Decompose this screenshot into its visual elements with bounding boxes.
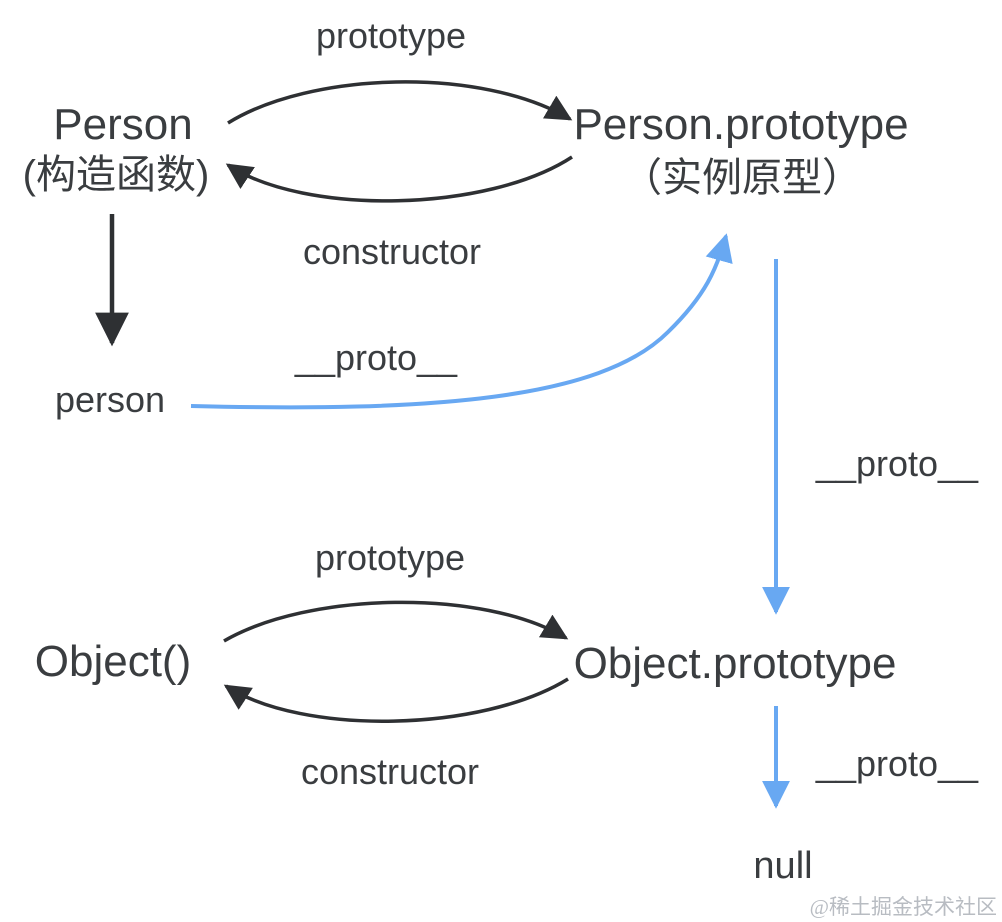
null-label: null [753,845,812,887]
proto-label-middle: __proto__ [294,337,458,378]
arrow-prototype-top [227,80,573,125]
arrow-proto-person-instance [190,233,733,410]
object-constructor-name: Object() [35,637,191,686]
constructor-label-bottom: constructor [301,751,479,792]
person-instance-name: person [55,379,165,420]
constructor-label-top: constructor [303,231,481,272]
prototype-label-top: prototype [316,15,466,56]
proto-label-bottom: __proto__ [815,743,979,784]
person-prototype-subtitle: （实例原型） [622,156,862,200]
arrow-constructor-bottom [223,677,569,723]
person-constructor-name: Person [53,100,192,149]
person-prototype-name: Person.prototype [573,100,908,149]
arrow-prototype-bottom [223,600,569,643]
proto-label-right: __proto__ [815,443,979,484]
arrow-constructor-top [225,155,573,203]
watermark-juejin: @稀土掘金技术社区 [810,895,997,919]
prototype-label-bottom: prototype [315,537,465,578]
object-prototype-name: Object.prototype [574,639,897,688]
person-constructor-subtitle: (构造函数) [23,153,210,197]
